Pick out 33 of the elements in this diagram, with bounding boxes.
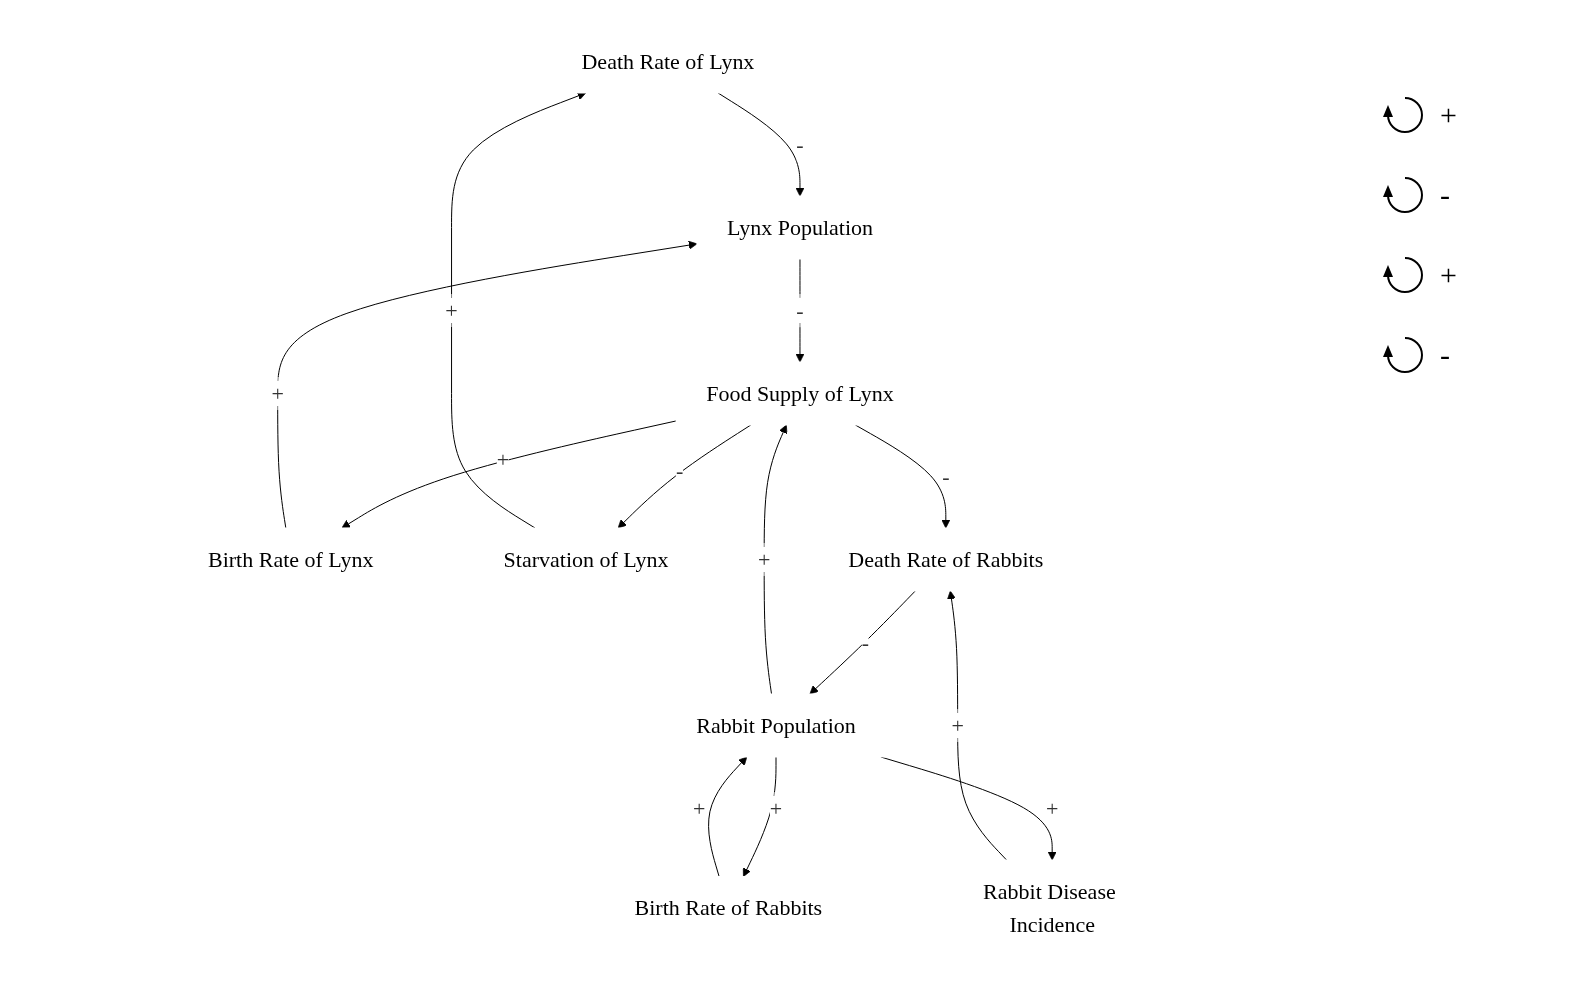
node-text: Death Rate of Rabbits [848,546,1044,572]
edge-label: - [796,298,804,323]
node-text: Rabbit Population [696,712,856,738]
arrow [763,424,788,695]
edge-label: + [496,446,509,472]
loop-polarity-sign: - [1440,338,1450,372]
edge-label: - [861,629,869,655]
edge-label: - [942,463,950,489]
loop-polarity-sign: + [1440,258,1457,292]
node-text: Death Rate of Lynx [581,49,755,74]
node-text: Lynx Population [726,215,873,240]
node-text: Rabbit Disease Incidence [983,878,1116,937]
edge-label: + [271,380,284,406]
edge-label: + [769,795,783,821]
edge-label: + [1045,795,1059,821]
node-text: Starvation of Lynx [503,546,669,572]
loop-polarity-sign: - [1440,178,1450,212]
edge-label: + [692,796,706,822]
edge-label: - [675,458,684,484]
arrow [341,420,677,529]
edge-label: + [951,712,964,738]
edge-label: - [796,132,804,157]
arrow [277,240,698,529]
node-text: Birth Rate of Rabbits [634,895,823,921]
arrow [708,756,748,877]
loop-polarity-sign: + [1440,98,1457,132]
node-text: Birth Rate of Lynx [207,546,374,572]
node-text: Food Supply of Lynx [706,380,894,406]
edge-label: + [445,298,458,323]
arrow [809,590,916,695]
edge-label: + [757,546,771,572]
arrow [617,424,752,529]
arrow [947,590,1007,861]
